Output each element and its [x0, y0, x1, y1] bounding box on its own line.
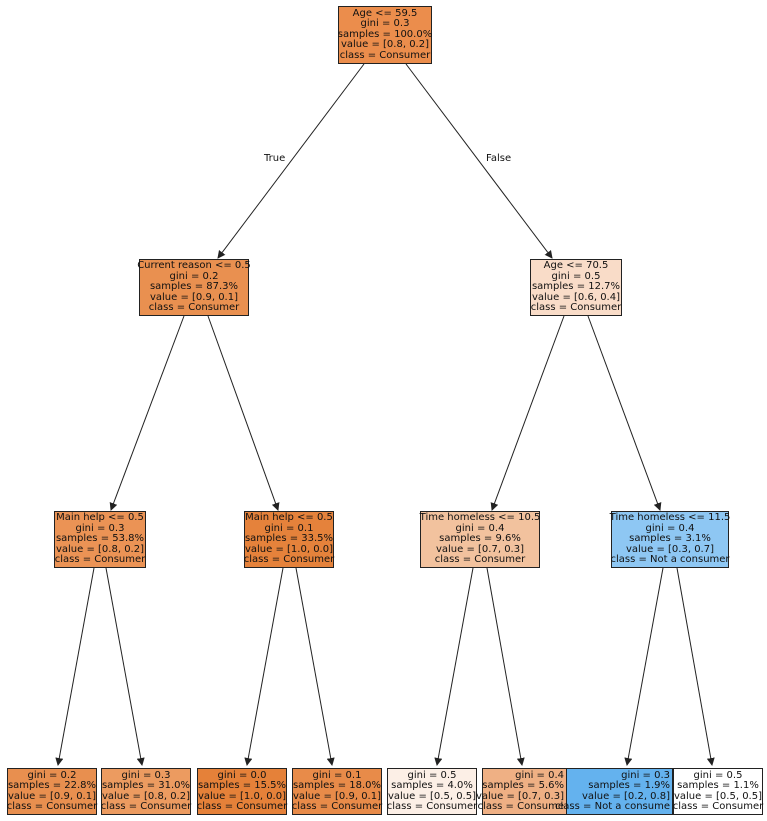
node-text-line: value = [0.3, 0.7] — [625, 543, 715, 555]
edge-age-70-to-time-homeless-a — [490, 315, 565, 511]
edge-root-to-age-70 — [405, 63, 553, 259]
node-text-line: gini = 0.4 — [455, 522, 505, 534]
node-text-line: samples = 87.3% — [149, 281, 239, 293]
node-text-line: gini = 0.5 — [407, 769, 457, 781]
edge-current-reason-to-main-help-a — [109, 315, 185, 511]
node-text-line: gini = 0.1 — [264, 522, 314, 534]
node-text-line: class = Not a consume — [555, 801, 670, 812]
node-text-line: class = Consumer — [434, 554, 526, 566]
node-text-line: samples = 33.5% — [244, 533, 334, 545]
node-text-line: class = Consumer — [100, 801, 192, 812]
node-text-line: samples = 5.6% — [482, 780, 564, 791]
node-text-line: class = Consumer — [54, 554, 146, 566]
node-text-line: Current reason <= 0.5 — [137, 260, 251, 272]
node-text-line: Age <= 70.5 — [543, 260, 609, 272]
node-text-line: value = [0.5, 0.5] — [673, 790, 763, 802]
edge-time-homeless-a-to-leaf-6 — [486, 567, 525, 766]
edge-age-70-to-time-homeless-b — [587, 315, 662, 511]
true-branch-label: True — [264, 153, 286, 164]
node-text-line: Main help <= 0.5 — [245, 512, 333, 524]
node-text-line: samples = 31.0% — [101, 780, 191, 791]
node-text-line: class = Consumer — [6, 801, 98, 812]
node-text-line: samples = 22.8% — [7, 780, 97, 791]
node-text-line: class = Consumer — [339, 49, 431, 61]
node-text-line: samples = 9.6% — [439, 533, 521, 545]
node-text-line: value = [0.6, 0.4] — [531, 291, 621, 303]
node-text-line: gini = 0.1 — [312, 769, 362, 781]
node-text-line: samples = 4.0% — [391, 780, 473, 791]
node-text-line: gini = 0.3 — [121, 769, 171, 781]
edge-main-help-a-to-leaf-2 — [105, 567, 145, 766]
node-text-line: samples = 18.0% — [292, 780, 382, 791]
edge-time-homeless-b-to-leaf-7 — [624, 567, 664, 766]
node-text-line: value = [0.8, 0.2] — [101, 790, 191, 802]
edge-main-help-b-to-leaf-3 — [244, 567, 284, 766]
edge-main-help-b-to-leaf-4 — [295, 567, 335, 766]
node-text-line: gini = 0.0 — [217, 769, 267, 781]
node-text-line: samples = 53.8% — [55, 533, 145, 545]
node-text-line: value = [0.7, 0.3] — [475, 790, 564, 802]
edge-current-reason-to-main-help-b — [207, 315, 280, 511]
node-text-line: gini = 0.3 — [621, 769, 670, 781]
node-text-line: samples = 1.1% — [677, 780, 759, 791]
node-text-line: class = Consumer — [243, 554, 335, 566]
node-text-line: gini = 0.3 — [75, 522, 125, 534]
node-text-line: class = Not a consumer — [610, 554, 730, 566]
node-text-line: samples = 12.7% — [531, 281, 621, 293]
node-text-line: gini = 0.5 — [551, 270, 601, 282]
node-text-line: samples = 1.9% — [588, 780, 670, 791]
node-text-line: value = [0.5, 0.5] — [387, 790, 477, 802]
node-text-line: Time homeless <= 10.5 — [419, 512, 541, 524]
node-text-line: value = [1.0, 0.0] — [244, 543, 334, 555]
node-text-line: Main help <= 0.5 — [56, 512, 144, 524]
node-text-line: value = [0.7, 0.3] — [435, 543, 525, 555]
node-text-line: Age <= 59.5 — [352, 7, 418, 19]
node-text-line: class = Consumer — [672, 801, 764, 812]
node-text-line: class = Consumer — [148, 302, 240, 314]
node-text-line: value = [0.9, 0.1] — [7, 790, 97, 802]
node-text-line: value = [0.9, 0.1] — [292, 790, 382, 802]
node-text-line: gini = 0.5 — [693, 769, 743, 781]
node-text-line: value = [0.2, 0.8] — [581, 790, 670, 802]
node-text-line: value = [1.0, 0.0] — [197, 790, 287, 802]
node-text-line: samples = 100.0% — [337, 28, 433, 40]
node-text-line: value = [0.8, 0.2] — [55, 543, 145, 555]
node-text-line: samples = 15.5% — [197, 780, 287, 791]
node-text-line: value = [0.8, 0.2] — [340, 39, 430, 51]
node-text-line: Time homeless <= 11.5 — [609, 512, 731, 524]
node-text-line: gini = 0.2 — [27, 769, 77, 781]
edge-root-to-current-reason — [217, 63, 365, 259]
node-text-line: class = Consume — [477, 801, 564, 812]
node-text-line: gini = 0.4 — [515, 769, 564, 781]
false-branch-label: False — [486, 153, 512, 164]
node-text-line: class = Consumer — [196, 801, 288, 812]
edge-time-homeless-b-to-leaf-8 — [676, 567, 715, 766]
node-text-line: gini = 0.2 — [169, 270, 219, 282]
node-text-line: value = [0.9, 0.1] — [149, 291, 239, 303]
edge-time-homeless-a-to-leaf-5 — [434, 567, 474, 766]
node-text-line: gini = 0.4 — [645, 522, 695, 534]
node-text-line: gini = 0.3 — [360, 18, 410, 30]
node-text-line: class = Consumer — [291, 801, 383, 812]
node-text-line: samples = 3.1% — [629, 533, 711, 545]
node-text-line: class = Consumer — [386, 801, 478, 812]
node-text-line: class = Consumer — [530, 302, 622, 314]
edge-main-help-a-to-leaf-1 — [55, 567, 95, 766]
